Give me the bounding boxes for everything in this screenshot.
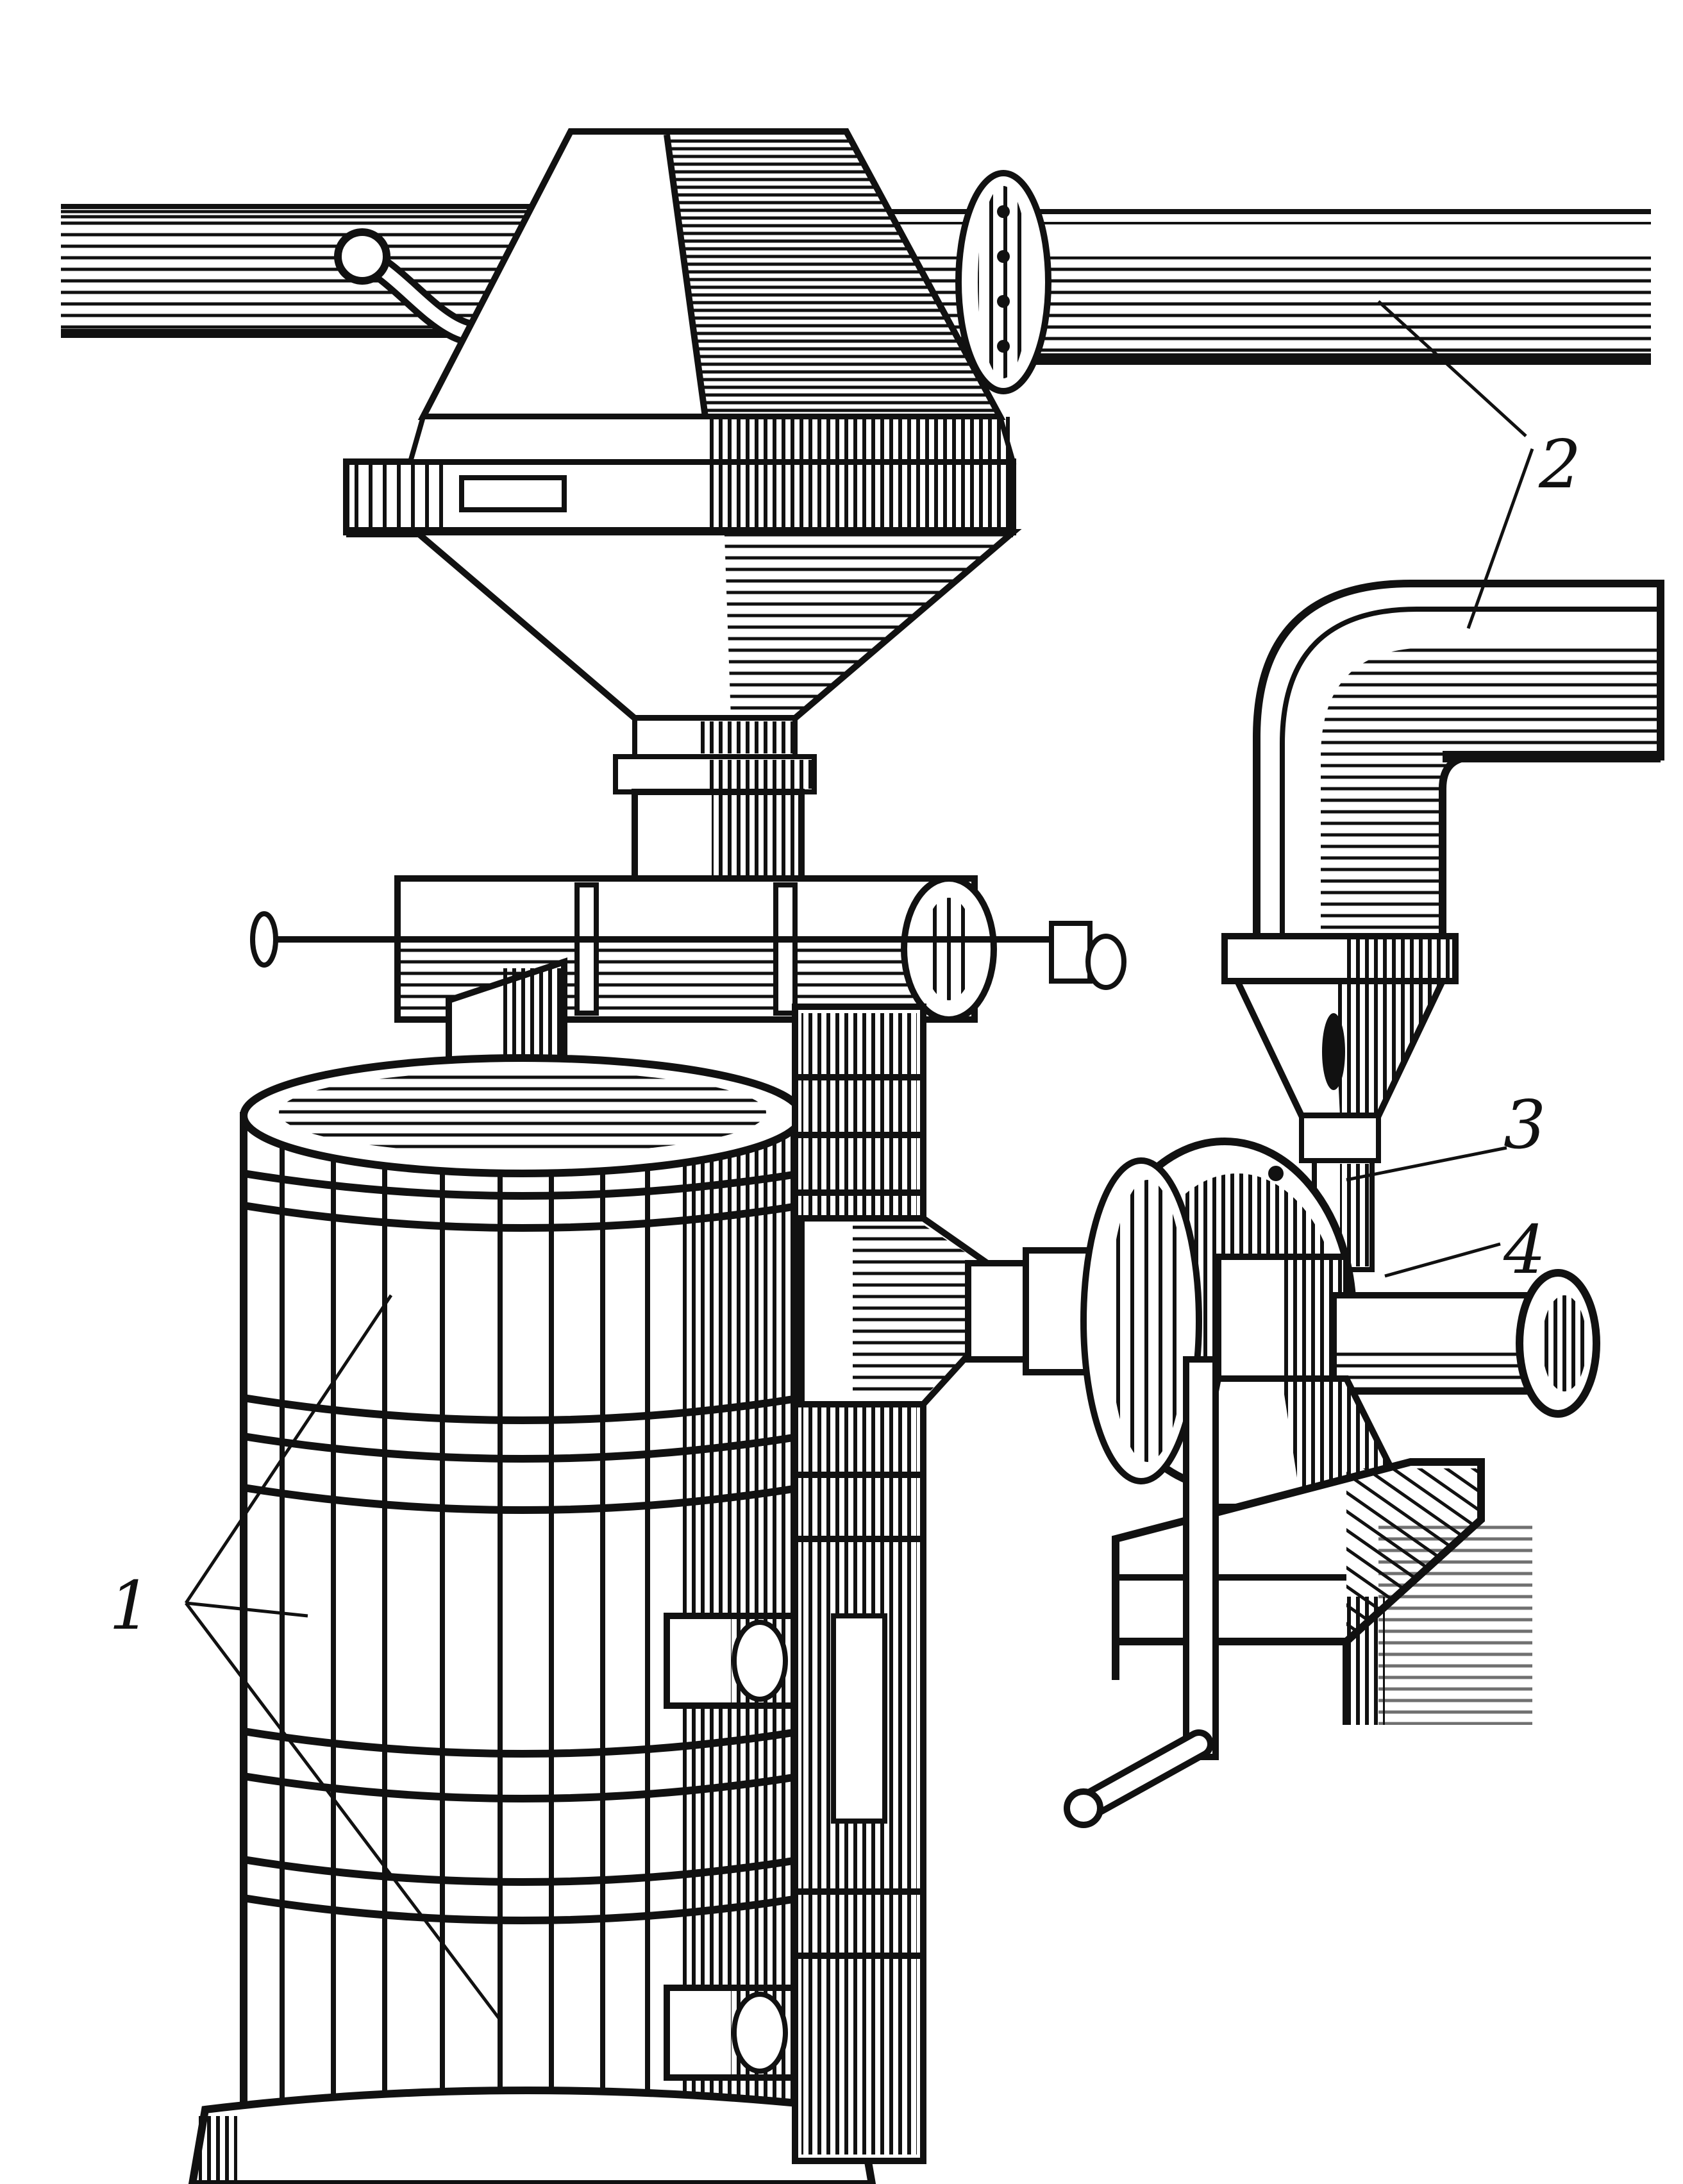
cylindrical-vessel-icon bbox=[188, 1054, 876, 2184]
callout-label-2: 2 bbox=[1538, 425, 1581, 503]
outlet-flange-icon bbox=[1330, 1269, 1600, 1418]
transition-duct-icon bbox=[798, 1215, 1106, 1407]
callout-label-3: 3 bbox=[1503, 1086, 1546, 1164]
side-column-icon bbox=[792, 1004, 926, 2164]
blower-base-icon bbox=[1112, 1375, 1532, 1725]
callout-label-1: 1 bbox=[109, 1567, 151, 1645]
callout-label-4: 4 bbox=[1503, 1211, 1546, 1289]
pipe-elbow-icon bbox=[1253, 580, 1664, 953]
hopper-icon bbox=[343, 128, 1022, 794]
fan-crank-handle-icon bbox=[1064, 1356, 1219, 1828]
mixing-chamber-icon bbox=[250, 789, 1126, 1106]
cone-funnel-icon bbox=[1221, 933, 1459, 1272]
callout-leaders bbox=[184, 300, 1534, 2021]
